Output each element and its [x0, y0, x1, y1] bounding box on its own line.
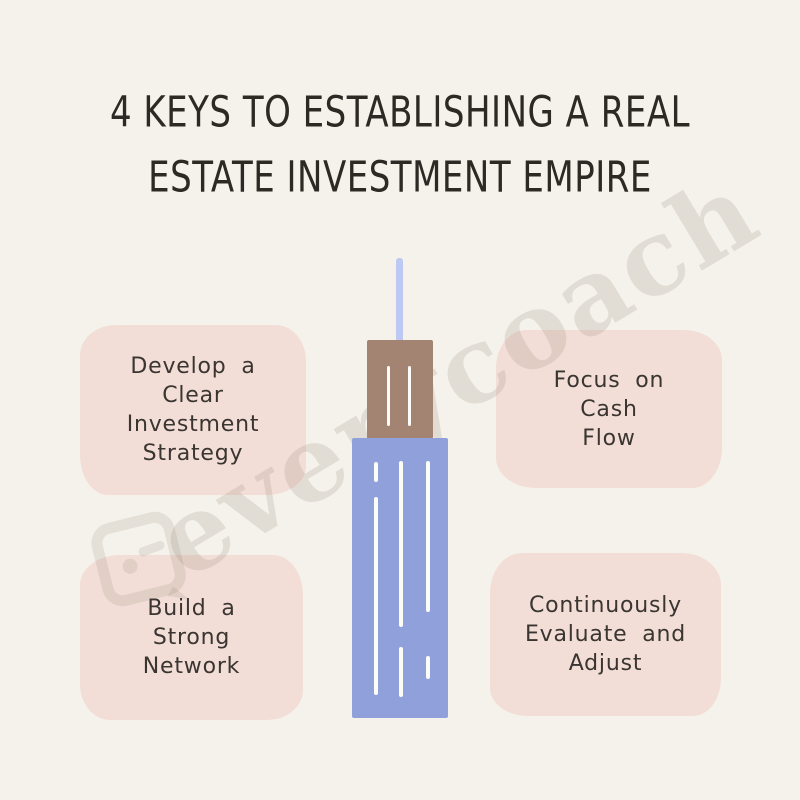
window-line — [374, 497, 378, 695]
card-line: Clear — [162, 383, 224, 408]
card-line: Evaluate and — [524, 622, 687, 647]
card-line: Adjust — [568, 651, 643, 676]
title-line-1: 4 KEYS TO ESTABLISHING A REAL — [109, 87, 691, 138]
card-line: Investment — [126, 412, 260, 437]
card-develop-strategy: Develop a Clear Investment Strategy — [80, 325, 306, 495]
antenna-spire — [396, 258, 403, 344]
poster-title: 4 KEYS TO ESTABLISHING A REAL ESTATE INV… — [0, 80, 800, 210]
window-line — [408, 366, 411, 426]
card-line: Develop a — [130, 354, 256, 379]
window-line — [426, 656, 430, 679]
window-line — [426, 461, 430, 612]
window-line — [374, 462, 378, 482]
window-line — [387, 366, 390, 426]
window-line — [399, 461, 403, 627]
card-build-network: Build a Strong Network — [80, 555, 303, 720]
card-line: Build a — [147, 596, 236, 621]
card-cash-flow: Focus on Cash Flow — [496, 330, 722, 488]
title-line-2: ESTATE INVESTMENT EMPIRE — [148, 152, 652, 203]
tower-body-section — [352, 438, 448, 718]
card-line: Continuously — [529, 593, 682, 618]
card-line: Focus on — [553, 367, 665, 393]
card-line: Strong — [152, 625, 231, 650]
window-line — [399, 647, 403, 697]
card-line: Strategy — [142, 441, 244, 466]
card-evaluate-adjust: Continuously Evaluate and Adjust — [490, 553, 721, 716]
card-line: Cash — [580, 396, 638, 422]
card-line: Flow — [582, 425, 636, 451]
tower-top-section — [367, 340, 433, 439]
card-line: Network — [142, 654, 241, 679]
